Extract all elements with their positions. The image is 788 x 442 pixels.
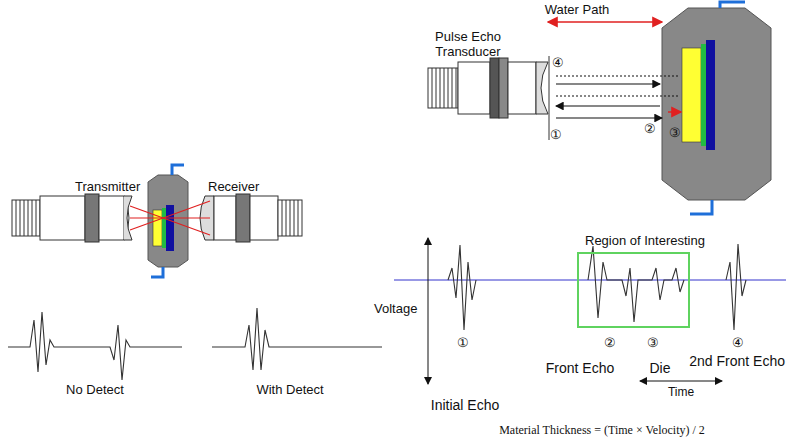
formula: Material Thickness = (Time × Velocity) /… (499, 424, 705, 438)
signal-label: Die (649, 360, 670, 376)
region-heading: Region of Interesting (585, 233, 705, 248)
axis-label: Time (668, 386, 694, 400)
callout-number: ② (604, 336, 616, 351)
region-box: Region of Interesting (577, 252, 690, 328)
signal-label: With Detect (256, 383, 323, 398)
callout-number: ④ (732, 336, 744, 351)
callout-number: ① (457, 336, 469, 351)
dimension-label: Water Path (545, 3, 610, 18)
part-label: Pulse Echo Transducer (428, 30, 508, 60)
part-label: Receiver (208, 180, 259, 195)
signal-label: No Detect (66, 383, 124, 398)
callout-number: ② (644, 122, 656, 137)
callout-number: ③ (647, 336, 659, 351)
axis-label: Voltage (374, 302, 417, 317)
signal-label: Initial Echo (431, 397, 499, 413)
callout-number: ④ (552, 56, 564, 71)
part-label: Transmitter (75, 180, 140, 195)
signal-label: 2nd Front Echo (689, 353, 785, 369)
callout-number: ③ (669, 126, 681, 141)
callout-number: ① (550, 128, 562, 143)
signal-label: Front Echo (546, 360, 614, 376)
